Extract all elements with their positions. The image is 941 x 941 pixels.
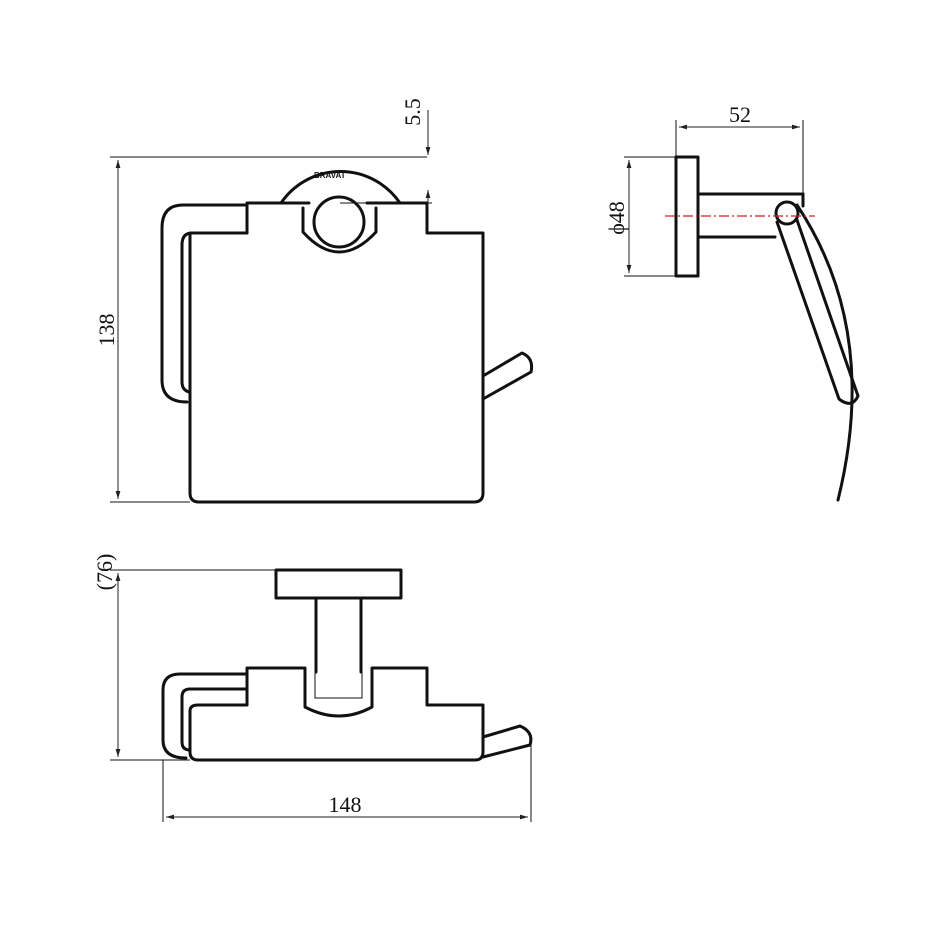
front-knob-collar bbox=[301, 206, 378, 254]
side-pivot bbox=[774, 200, 800, 226]
top-cover bbox=[188, 666, 485, 762]
dim-flange-diameter: ϕ48 bbox=[604, 201, 629, 235]
front-wire-loop bbox=[160, 203, 249, 404]
dim-total-width: 148 bbox=[329, 792, 362, 817]
side-cover-arm bbox=[775, 218, 860, 405]
top-knob bbox=[303, 670, 374, 718]
dim-projection: (76) bbox=[92, 554, 117, 591]
front-knob bbox=[312, 195, 366, 249]
front-flange bbox=[279, 170, 402, 205]
top-wire-loop-inner bbox=[180, 687, 249, 752]
side-dimensions: 52 ϕ48 bbox=[604, 102, 804, 277]
top-dimensions: (76) 148 bbox=[92, 554, 532, 822]
top-wire-loop bbox=[161, 672, 249, 760]
dim-side-depth: 52 bbox=[729, 102, 751, 127]
front-cover bbox=[188, 201, 485, 504]
top-knob-inner bbox=[314, 672, 363, 699]
dim-cover-gap: 5.5 bbox=[400, 98, 425, 126]
front-wire-loop-inner bbox=[180, 231, 249, 394]
front-view: BRAVAT bbox=[160, 170, 534, 504]
side-stem bbox=[696, 192, 805, 239]
front-dimensions: 138 5.5 bbox=[94, 98, 432, 503]
top-view bbox=[161, 568, 533, 762]
side-curved-cover bbox=[795, 203, 854, 502]
dim-total-height: 138 bbox=[94, 314, 119, 347]
top-flange bbox=[274, 568, 403, 600]
top-spindle bbox=[481, 724, 533, 759]
brand-logo: BRAVAT bbox=[314, 171, 346, 180]
side-view bbox=[665, 155, 860, 502]
top-stem bbox=[314, 596, 363, 674]
front-spindle bbox=[481, 351, 534, 401]
